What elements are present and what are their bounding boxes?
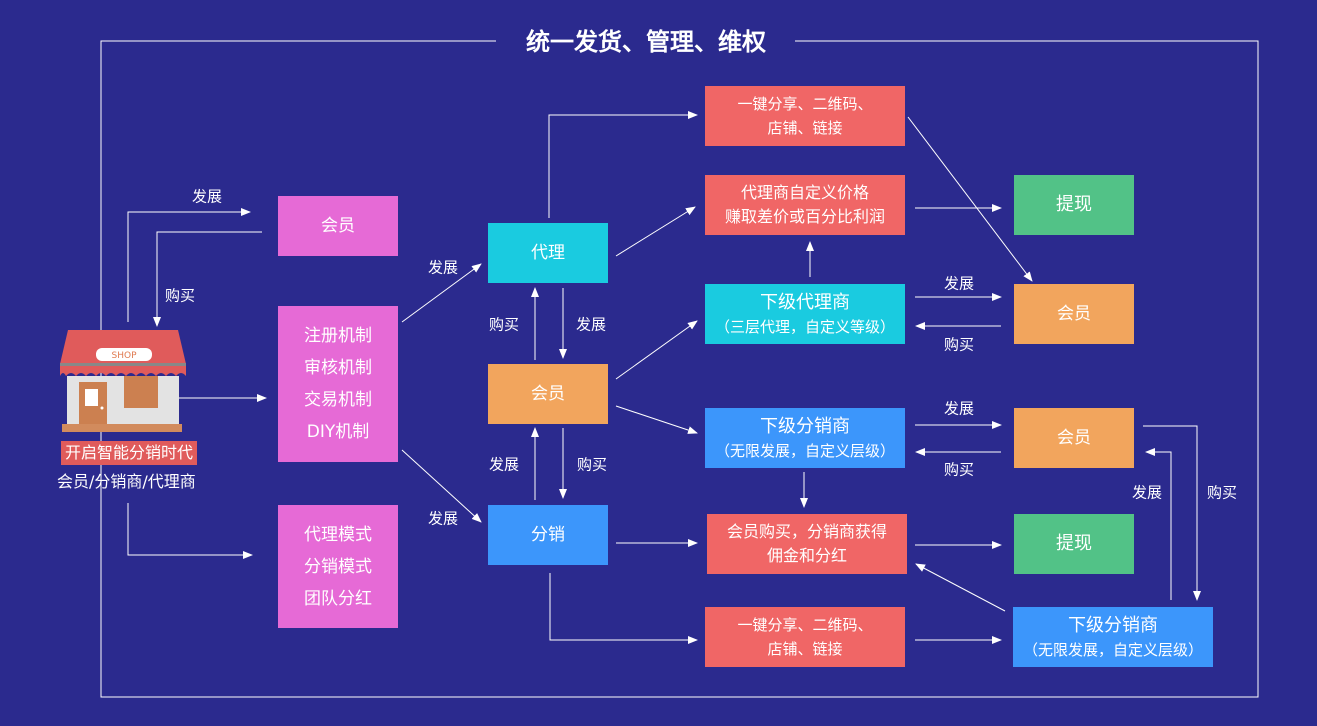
mode-distribution: 分销模式 (304, 556, 372, 577)
box-label: 会员 (531, 384, 565, 404)
arrow-label: 发展 (943, 399, 975, 418)
share-top-box[interactable]: 一键分享、二维码、店铺、链接 (705, 86, 905, 146)
svg-text:SHOP: SHOP (112, 351, 138, 361)
arrow-label: 发展 (575, 315, 607, 334)
arrow-connector (549, 573, 698, 644)
line2: 佣金和分红 (766, 546, 847, 565)
mechanisms-box[interactable]: 注册机制 审核机制 交易机制 DIY机制 (278, 306, 398, 462)
arrow-connector (615, 405, 698, 434)
box-label: 会员 (1057, 428, 1091, 448)
arrow-connector (127, 208, 251, 322)
line1: 一键分享、二维码、 (737, 95, 873, 113)
withdraw-top-box[interactable]: 提现 (1014, 175, 1134, 235)
line2: （无限发展，自定义层级） (714, 442, 895, 460)
mode-team: 团队分红 (304, 588, 372, 609)
arrow-label: 购买 (943, 335, 975, 354)
arrow-label: 发展 (1131, 483, 1163, 502)
shop-subtitle: 会员/分销商/代理商 (57, 472, 196, 491)
arrow-label: 发展 (191, 187, 223, 206)
box-label: 代理 (531, 243, 565, 263)
line2: 店铺、链接 (767, 119, 843, 137)
mode-agent: 代理模式 (304, 524, 372, 545)
box-label: 会员 (1057, 304, 1091, 324)
arrow-connector (615, 206, 696, 257)
distribution-box[interactable]: 分销 (488, 505, 608, 565)
rule-diy: DIY机制 (306, 422, 370, 442)
rule-review: 审核机制 (304, 358, 372, 378)
arrow-label: 购买 (488, 315, 520, 334)
line1: 下级代理商 (760, 292, 850, 313)
arrow-connector (127, 503, 253, 559)
line2: 赚取差价或百分比利润 (724, 207, 885, 226)
arrow-connector (153, 231, 262, 327)
member-center-box[interactable]: 会员 (488, 364, 608, 424)
line1: 代理商自定义价格 (740, 183, 869, 202)
arrow-label: 发展 (943, 274, 975, 293)
arrow-label: 购买 (576, 455, 608, 474)
commission-box[interactable]: 会员购买，分销商获得佣金和分红 (707, 514, 907, 574)
arrow-connector (401, 449, 482, 523)
box-label: 会员 (321, 216, 355, 236)
custom-price-box[interactable]: 代理商自定义价格赚取差价或百分比利润 (705, 175, 905, 235)
modes-box[interactable]: 代理模式 分销模式 团队分红 (278, 505, 398, 628)
member-right-a-box[interactable]: 会员 (1014, 284, 1134, 344)
line1: 下级分销商 (760, 416, 850, 437)
arrow-label: 购买 (1206, 483, 1238, 502)
share-bottom-box[interactable]: 一键分享、二维码、店铺、链接 (705, 607, 905, 667)
sub-distributor-box[interactable]: 下级分销商 （无限发展，自定义层级） (705, 408, 905, 468)
line2: 店铺、链接 (767, 640, 843, 658)
member-box[interactable]: 会员 (278, 196, 398, 256)
arrow-connector (1143, 425, 1201, 601)
arrow-label: 购买 (943, 460, 975, 479)
box-label: 提现 (1056, 194, 1092, 215)
arrow-connector (548, 111, 698, 218)
agent-box[interactable]: 代理 (488, 223, 608, 283)
arrow-connector (401, 263, 482, 323)
arrow-label: 发展 (427, 509, 459, 528)
arrow-connector (1145, 448, 1172, 600)
sub-agent-box[interactable]: 下级代理商 （三层代理，自定义等级） (705, 284, 905, 344)
line1: 下级分销商 (1068, 615, 1158, 636)
line1: 会员购买，分销商获得 (726, 522, 887, 541)
arrow-label: 发展 (427, 258, 459, 277)
outer-frame (100, 40, 1259, 698)
member-right-b-box[interactable]: 会员 (1014, 408, 1134, 468)
line2: （无限发展，自定义层级） (1022, 641, 1203, 659)
shop-icon: SHOP (58, 330, 188, 439)
page-title: 统一发货、管理、维权 (526, 28, 766, 56)
withdraw-bottom-box[interactable]: 提现 (1014, 514, 1134, 574)
arrow-label: 购买 (164, 286, 196, 305)
box-label: 分销 (531, 525, 565, 545)
arrow-connector (915, 563, 1006, 612)
shop-tagline: 开启智能分销时代 (61, 441, 198, 465)
rule-register: 注册机制 (304, 326, 372, 346)
box-label: 提现 (1056, 533, 1092, 554)
line2: （三层代理，自定义等级） (714, 318, 895, 336)
arrow-label: 发展 (488, 455, 520, 474)
arrow-connector (907, 116, 1033, 282)
arrow-connector (615, 320, 698, 380)
rule-trade: 交易机制 (304, 390, 372, 410)
sub-distributor-right-box[interactable]: 下级分销商 （无限发展，自定义层级） (1013, 607, 1213, 667)
line1: 一键分享、二维码、 (737, 616, 873, 634)
